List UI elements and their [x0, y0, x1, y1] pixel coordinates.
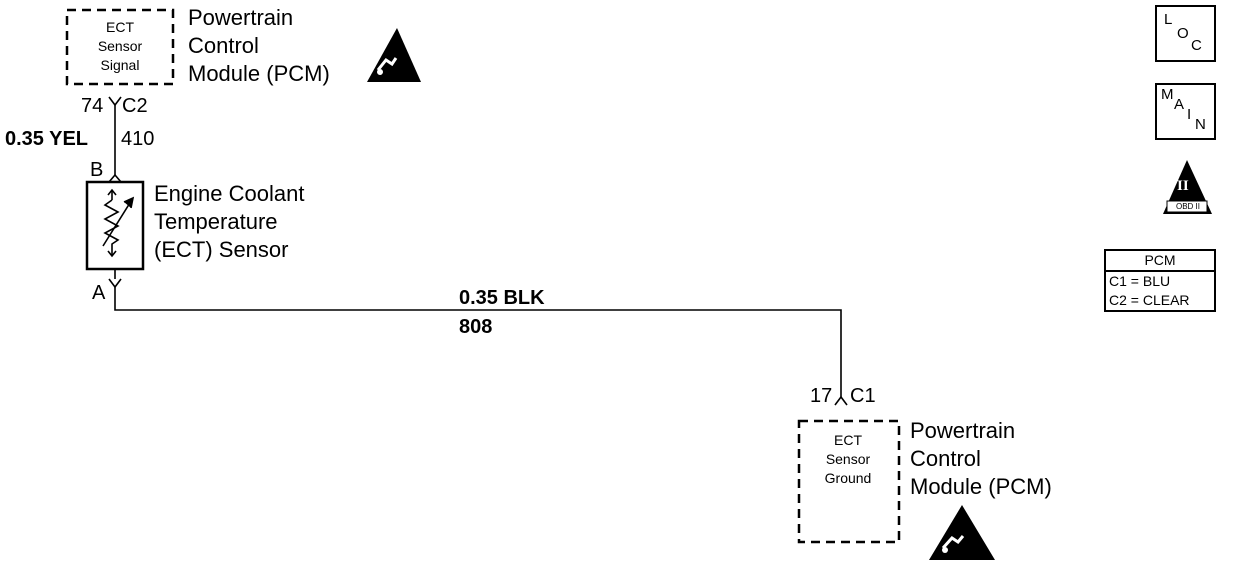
obd-ii-caption: OBD II: [1175, 202, 1200, 211]
loc-letter: O: [1177, 25, 1189, 42]
top-connector-symbol: [108, 96, 122, 107]
sensor-label: Engine Coolant Temperature (ECT) Sensor: [154, 180, 304, 264]
box-line: Sensor: [97, 38, 143, 54]
obd-ii-numeral: II: [1177, 178, 1189, 194]
obd-ii-icon: [1163, 160, 1212, 214]
module-line: Powertrain: [910, 418, 1016, 443]
main-letter: M: [1161, 86, 1174, 103]
esd-warning-icon: [929, 505, 995, 560]
signal-wire-circuit: 410: [121, 128, 155, 150]
bottom-module-box-text: ECT Sensor Ground: [805, 431, 891, 488]
bottom-module-dashed-box: [797, 419, 901, 544]
loc-letter: C: [1191, 37, 1202, 54]
sensor-pin-a: A: [92, 282, 106, 304]
box-line: ECT: [834, 432, 862, 448]
legend-row: C2 = CLEAR: [1109, 292, 1190, 308]
box-line: Sensor: [825, 451, 871, 467]
sensor-pin-b: B: [90, 159, 104, 181]
main-letter: N: [1195, 116, 1206, 133]
loc-icon[interactable]: L O C: [1155, 5, 1216, 62]
top-module-dashed-box: [65, 8, 175, 86]
main-letter: I: [1187, 106, 1192, 123]
top-connector-id: C2: [122, 95, 148, 117]
module-line: Control: [188, 33, 259, 58]
ground-wire-circuit: 808: [459, 316, 493, 338]
thermistor-symbol: [102, 188, 135, 258]
top-module-label: Powertrain Control Module (PCM): [188, 4, 330, 88]
sensor-line: Temperature: [154, 209, 278, 234]
sensor-line: Engine Coolant: [154, 181, 305, 206]
pin-b-chevron: [108, 173, 122, 183]
legend-row: C1 = BLU: [1109, 273, 1171, 289]
module-line: Module (PCM): [188, 61, 330, 86]
bottom-connector-pin: 17: [810, 385, 833, 407]
module-line: Control: [910, 446, 981, 471]
sensor-line: (ECT) Sensor: [154, 237, 289, 262]
pin-a-symbol: [108, 278, 122, 289]
pcm-connector-legend: PCM C1 = BLU C2 = CLEAR: [1104, 249, 1216, 312]
bottom-connector-symbol: [834, 395, 848, 406]
esd-warning-icon: [367, 28, 421, 82]
main-icon[interactable]: M A I N: [1155, 83, 1216, 140]
box-line: Signal: [100, 57, 140, 73]
loc-letter: L: [1164, 11, 1173, 28]
main-letter: A: [1174, 96, 1185, 113]
top-connector-pin: 74: [81, 95, 104, 117]
module-line: Powertrain: [188, 5, 294, 30]
signal-wire-color: 0.35 YEL: [5, 128, 89, 150]
top-module-box-text: ECT Sensor Signal: [73, 18, 167, 75]
box-line: Ground: [824, 470, 872, 486]
bottom-connector-id: C1: [850, 385, 876, 407]
box-line: ECT: [106, 19, 134, 35]
legend-title: PCM: [1106, 251, 1214, 272]
ground-wire-color: 0.35 BLK: [459, 287, 545, 309]
ground-wire: [114, 287, 842, 398]
module-line: Module (PCM): [910, 474, 1052, 499]
bottom-module-label: Powertrain Control Module (PCM): [910, 417, 1052, 501]
